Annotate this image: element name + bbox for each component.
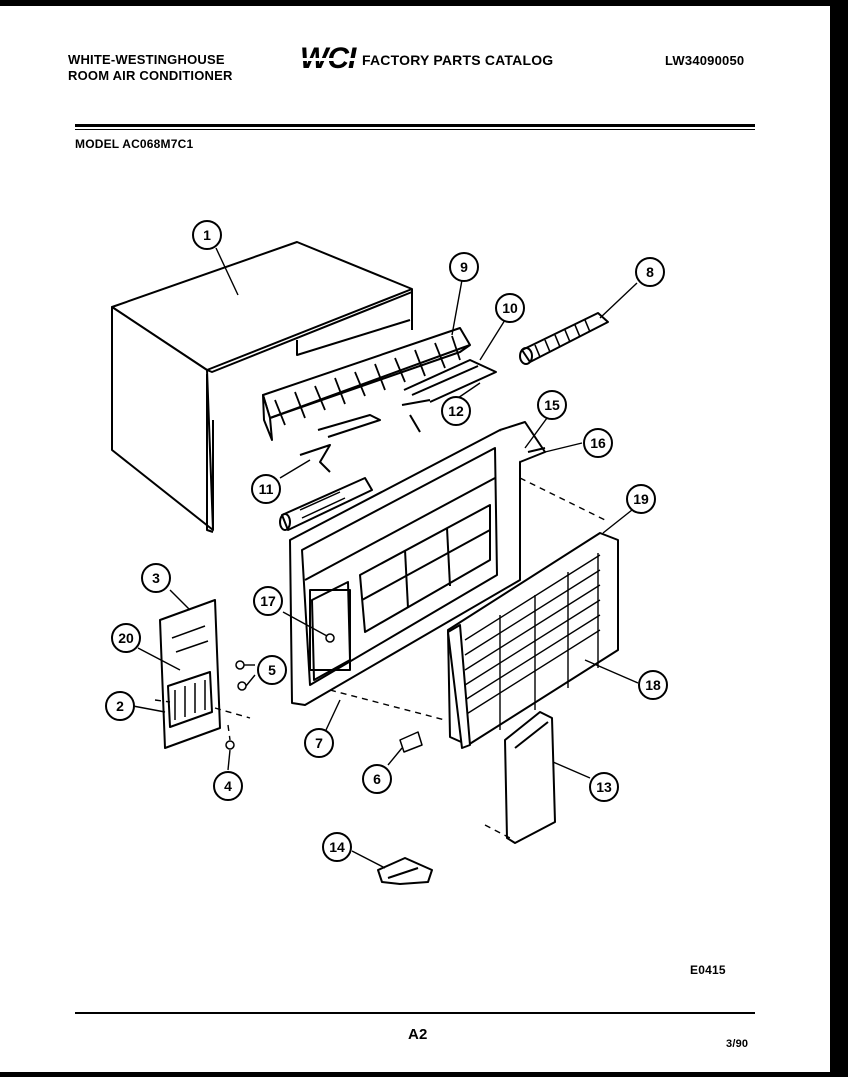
callout-6: 6 [362,764,392,794]
svg-text:20: 20 [118,630,134,646]
brand-block: WHITE-WESTINGHOUSE ROOM AIR CONDITIONER [68,52,233,84]
page-number: A2 [408,1026,428,1043]
figure-code: E0415 [690,963,726,977]
control-panel-part [159,599,221,749]
callout-15: 15 [537,390,567,420]
wci-logo: WCI [300,42,358,74]
svg-text:15: 15 [544,397,560,413]
cabinet-part [111,241,413,533]
door-part [504,711,556,844]
svg-text:9: 9 [460,259,468,275]
rail-part [499,421,546,463]
louver-assembly-part [262,327,471,441]
front-frame-part [289,429,521,706]
page-border-top [0,0,848,6]
brand-line-1: WHITE-WESTINGHOUSE [68,52,225,67]
header-rule-thin [75,129,755,130]
svg-text:1: 1 [203,227,211,243]
clip-part [377,857,433,885]
brand-line-2: ROOM AIR CONDITIONER [68,68,233,83]
page-border-bottom [0,1072,848,1077]
blower-wheel-part [519,312,609,365]
footer-rule [75,1012,755,1014]
page-border-right [830,0,848,1077]
revision-date: 3/90 [726,1038,749,1050]
svg-text:17: 17 [260,593,276,609]
svg-text:2: 2 [116,698,124,714]
svg-text:12: 12 [448,403,464,419]
callout-3: 3 [141,563,171,593]
callout-18: 18 [638,670,668,700]
callout-2: 2 [105,691,135,721]
svg-text:6: 6 [373,771,381,787]
callout-16: 16 [583,428,613,458]
callout-20: 20 [111,623,141,653]
callout-4: 4 [213,771,243,801]
callout-7: 7 [304,728,334,758]
lever-bracket-part [299,399,431,473]
callout-17: 17 [253,586,283,616]
svg-text:7: 7 [315,735,323,751]
svg-text:4: 4 [224,778,232,794]
catalog-title: FACTORY PARTS CATALOG [362,52,554,68]
callout-5: 5 [257,655,287,685]
callout-9: 9 [449,252,479,282]
svg-text:14: 14 [329,839,345,855]
filter-part [447,624,471,749]
document-number: LW34090050 [665,53,745,68]
vent-bar-part [279,477,373,531]
callout-13: 13 [589,772,619,802]
header-rule [75,124,755,127]
svg-text:3: 3 [152,570,160,586]
svg-text:19: 19 [633,491,649,507]
svg-text:8: 8 [646,264,654,280]
svg-text:18: 18 [645,677,661,693]
model-label: MODEL AC068M7C1 [75,137,194,151]
callout-8: 8 [635,257,665,287]
svg-text:10: 10 [502,300,518,316]
callout-12: 12 [441,396,471,426]
svg-text:13: 13 [596,779,612,795]
svg-text:11: 11 [259,481,274,497]
svg-text:5: 5 [268,662,276,678]
callouts: 1 2 3 4 5 6 7 8 9 10 11 12 13 14 15 16 1… [105,220,668,862]
callout-11: 11 [251,474,281,504]
callout-1: 1 [192,220,222,250]
link-bar-part [403,359,497,403]
callout-14: 14 [322,832,352,862]
grille-part [447,532,619,746]
svg-text:16: 16 [590,435,606,451]
callout-10: 10 [495,293,525,323]
fasteners [225,633,423,753]
callout-19: 19 [626,484,656,514]
